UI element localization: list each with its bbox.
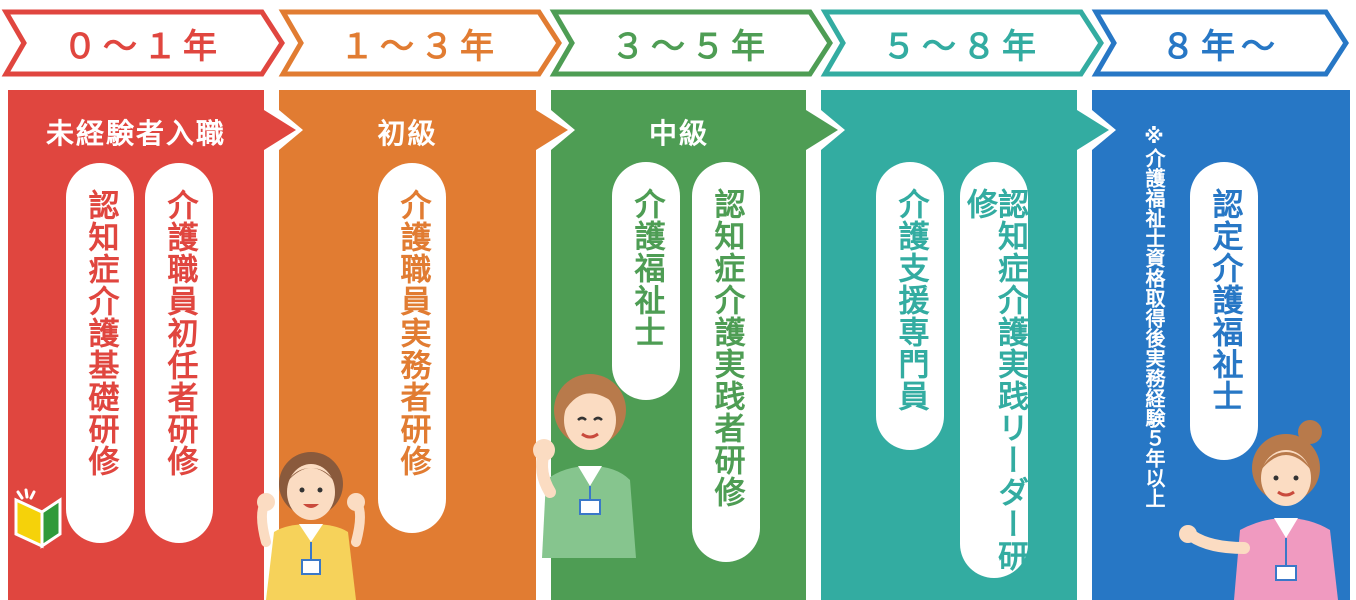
stage-title-1: 初級	[377, 117, 438, 150]
stage-title-0: 未経験者入職	[45, 117, 226, 150]
period-header-4: ８年～	[1090, 6, 1352, 80]
course-pill-care-worker: 介護福祉士	[612, 162, 680, 400]
course-label: 認知症介護実践者研修	[708, 188, 745, 508]
course-label: 認知症介護基礎研修	[82, 189, 119, 477]
requirement-note: ※介護福祉士資格取得後実務経験５年以上	[1142, 124, 1166, 508]
course-pill-certified-care-worker: 認定介護福祉士	[1190, 162, 1258, 460]
course-label: 認定介護福祉士	[1206, 188, 1243, 412]
period-label: ０～１年	[63, 26, 223, 67]
course-label: 認知症介護実践リーダー研修	[961, 188, 1028, 572]
course-pill-care-manager: 介護支援専門員	[876, 162, 944, 450]
course-pill-initial-training: 介護職員初任者研修	[145, 163, 213, 543]
period-header-0: ０～１年	[0, 6, 286, 80]
course-label: 介護職員初任者研修	[161, 189, 198, 477]
beginner-mark-icon	[14, 488, 62, 549]
period-header-1: １～３年	[277, 6, 563, 80]
stage-title-2: 中級	[648, 117, 709, 150]
period-header-3: ５～８年	[819, 6, 1105, 80]
period-header-2: ３～５年	[548, 6, 834, 80]
period-label: ５～８年	[882, 26, 1042, 67]
course-pill-dementia-leader: 認知症介護実践リーダー研修	[960, 162, 1028, 578]
period-label: １～３年	[340, 26, 500, 67]
woman-pointing-icon	[1179, 420, 1338, 600]
period-label: ８年～	[1161, 26, 1281, 67]
course-pill-basic-dementia: 認知症介護基礎研修	[66, 163, 134, 543]
course-label: 介護支援専門員	[892, 188, 929, 412]
woman-fist-icon	[533, 374, 636, 558]
course-pill-dementia-practice: 認知症介護実践者研修	[692, 162, 760, 562]
course-label: 介護職員実務者研修	[394, 189, 431, 477]
course-label: 介護福祉士	[628, 188, 665, 348]
period-label: ３～５年	[611, 26, 771, 67]
girl-waving-icon	[257, 452, 365, 600]
course-pill-practitioner-training: 介護職員実務者研修	[378, 163, 446, 533]
